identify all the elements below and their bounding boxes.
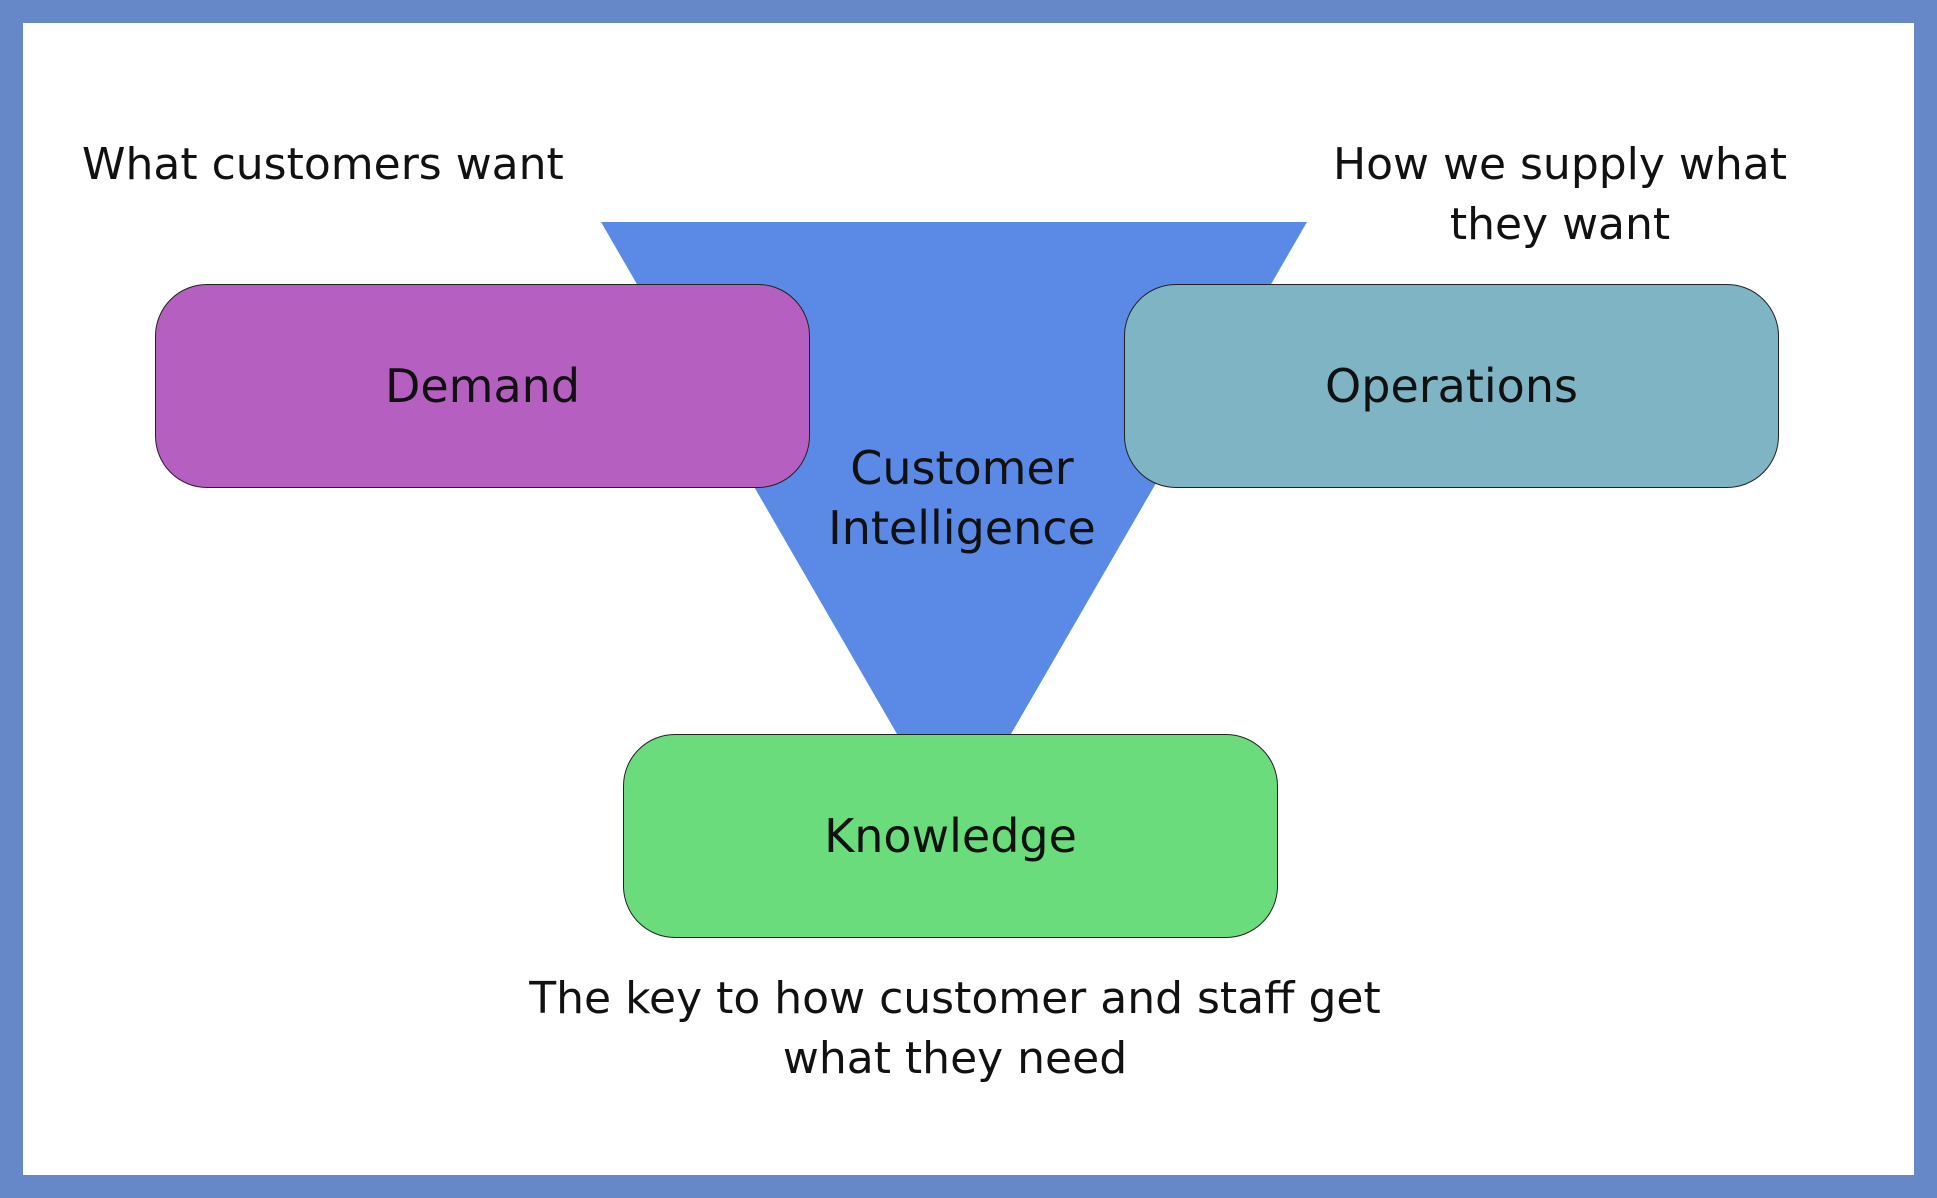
knowledge-box: Knowledge [623,734,1278,938]
operations-label: Operations [1325,359,1578,413]
center-label-line-2: Intelligence [828,501,1096,555]
knowledge-label: Knowledge [824,809,1077,863]
demand-label: Demand [384,359,581,413]
operations-caption: How we supply what they want [1332,139,1788,250]
customer-intelligence-label: Customer Intelligence [762,438,1162,558]
demand-box: Demand [155,284,810,488]
center-label-line-1: Customer [850,441,1074,495]
operations-box: Operations [1124,284,1779,488]
demand-caption: What customers want [82,139,564,190]
knowledge-caption: The key to how customer and staff get wh… [529,973,1381,1084]
